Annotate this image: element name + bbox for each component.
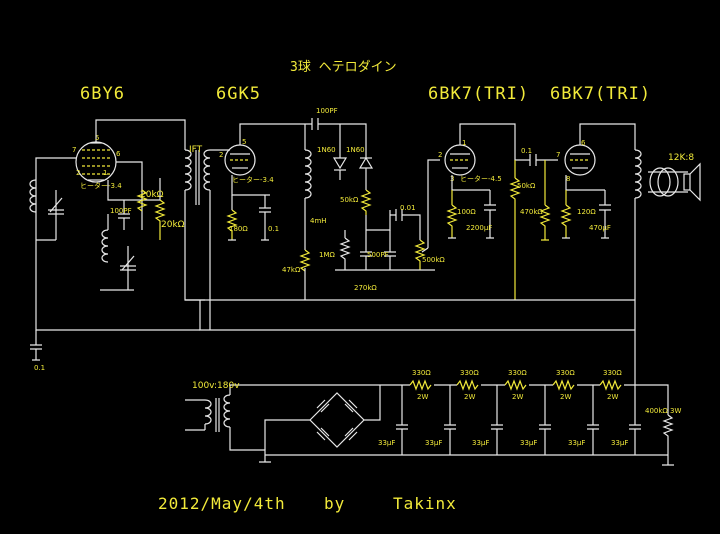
resistor-label: 330Ω: [603, 369, 622, 377]
resistor-label: 100Ω: [457, 208, 476, 216]
tube-label-6bk7-a: 6BK7(TRI): [428, 84, 529, 104]
resistor-watt-label: 2W: [607, 393, 618, 401]
capacitor-label: 33μF: [611, 439, 628, 447]
resistor-watt-label: 2W: [417, 393, 428, 401]
capacitor-label: 0.01: [400, 204, 416, 212]
speaker-icon: [683, 162, 701, 202]
capacitor-label: 2200μF: [466, 224, 492, 232]
resistor-watt-label: 2W: [512, 393, 523, 401]
capacitor-label: 500PF: [367, 251, 389, 259]
pin-label: 6: [581, 139, 586, 147]
stage3-wiring: [446, 123, 558, 300]
footer-by: by: [324, 494, 345, 513]
capacitor-label: 33μF: [520, 439, 537, 447]
tube-label-6bk7-b: 6BK7(TRI): [550, 84, 651, 104]
schematic-title: 3球 ヘテロダイン: [290, 60, 397, 75]
bleeder-resistor-label: 400kΩ 3W: [645, 407, 681, 415]
capacitor-label: 33μF: [472, 439, 489, 447]
output-transformer: [634, 149, 688, 330]
capacitor-label: 100PF: [110, 207, 132, 215]
resistor-label: 20kΩ: [140, 190, 164, 200]
pin-label: 7: [72, 146, 76, 154]
stage4-wiring: [560, 123, 636, 239]
capacitor-label: 0.1: [268, 225, 279, 233]
resistor-label: 470kΩ: [520, 208, 543, 216]
resistor-label: 330Ω: [460, 369, 479, 377]
ift-transformer: [184, 149, 230, 330]
tube-6by6-symbol: [75, 138, 117, 183]
resistor-label: 50kΩ: [517, 182, 536, 190]
pot-label: 500kΩ: [422, 256, 445, 264]
resistor-label: 50kΩ: [340, 196, 359, 204]
resistor-watt-label: 2W: [464, 393, 475, 401]
capacitor-label: 33μF: [378, 439, 395, 447]
pin-label: 7: [556, 151, 560, 159]
capacitor-label: 100PF: [316, 107, 338, 115]
pin-label: 2: [219, 151, 223, 159]
pin-label: 8: [566, 175, 570, 183]
heater-label: ヒーター-3.4: [80, 181, 122, 190]
pin-label: 1: [103, 169, 107, 177]
tube-label-6by6: 6BY6: [80, 84, 125, 104]
diode-label: 1N60: [317, 146, 336, 154]
tube-6bk7-a-symbol: [444, 144, 476, 176]
capacitor-label: 0.1: [34, 364, 45, 372]
capacitor-label: 0.1: [521, 147, 532, 155]
pin-label: 5: [95, 134, 99, 142]
stage1-wiring: [29, 119, 200, 331]
heater-label: ヒーター-3.4: [232, 175, 274, 184]
power-transformer: [185, 384, 380, 463]
pin-label: 5: [242, 138, 246, 146]
bridge-rectifier: [264, 385, 381, 450]
resistor-label: 330Ω: [556, 369, 575, 377]
power-transformer-label: 100v:180v: [192, 381, 240, 391]
stage2-wiring: [226, 118, 340, 300]
resistor-label: 1MΩ: [319, 251, 335, 259]
pin-label: 2: [438, 151, 442, 159]
resistor-label: 180Ω: [229, 225, 248, 233]
pin-label: 6: [116, 150, 121, 158]
resistor-label: 120Ω: [577, 208, 596, 216]
tube-6bk7-b-symbol: [564, 144, 596, 176]
pin-label: 2: [76, 169, 80, 177]
heater-label: ヒーター-4.5: [460, 174, 502, 183]
footer-author: Takinx: [393, 494, 457, 513]
diode-label: 1N60: [346, 146, 365, 154]
speaker-impedance-label: 12K:8: [668, 153, 694, 163]
resistor-watt-label: 2W: [560, 393, 571, 401]
b-plus-rails: [30, 299, 635, 361]
capacitor-label: 470μF: [589, 224, 611, 232]
footer-date: 2012/May/4th: [158, 494, 286, 513]
resistor-label: 47kΩ: [282, 266, 301, 274]
tube-6gk5-symbol: [224, 144, 256, 176]
inductor-label: 4mH: [310, 217, 327, 225]
ift-label: IFT: [189, 145, 203, 155]
resistor-label: 20kΩ: [161, 220, 185, 230]
filter-chain: [265, 330, 674, 466]
resistor-label: 270kΩ: [354, 284, 377, 292]
capacitor-label: 33μF: [425, 439, 442, 447]
resistor-label: 330Ω: [412, 369, 431, 377]
tube-label-6gk5: 6GK5: [216, 84, 261, 104]
resistor-label: 330Ω: [508, 369, 527, 377]
detector-section: [332, 123, 440, 271]
pin-label: 1: [462, 139, 466, 147]
capacitor-label: 33μF: [568, 439, 585, 447]
